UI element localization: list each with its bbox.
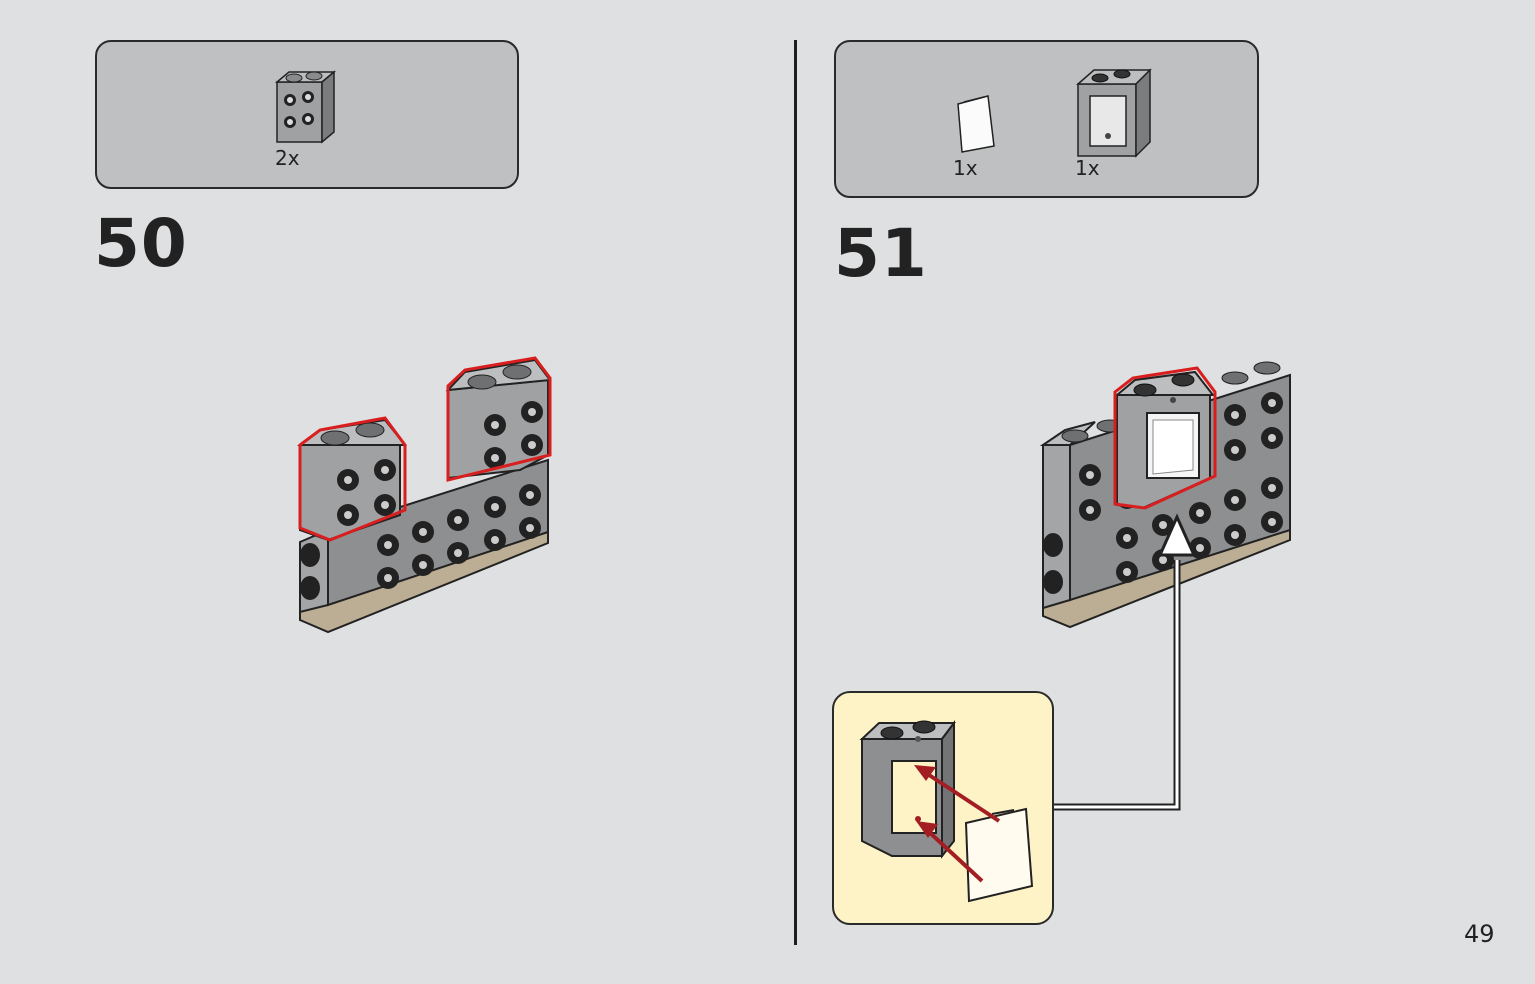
wall-assembly-step-50 bbox=[297, 356, 552, 634]
brick-1x2-side-studs-icon bbox=[274, 70, 337, 144]
part-qty: 2x bbox=[275, 146, 300, 170]
page-number: 49 bbox=[1464, 920, 1495, 948]
wall-assembly-step-51 bbox=[1039, 361, 1291, 629]
part-qty: 1x bbox=[1075, 156, 1100, 180]
step-number: 50 bbox=[94, 205, 188, 282]
parts-list-step-51: 1x 1x bbox=[834, 40, 1259, 198]
step-number: 51 bbox=[834, 215, 928, 292]
subassembly-callout bbox=[832, 691, 1054, 925]
parts-list-step-50: 2x bbox=[95, 40, 519, 189]
page-divider bbox=[794, 40, 797, 945]
window-insert-diagram bbox=[859, 720, 1034, 903]
window-frame-1x2x2-icon bbox=[1076, 68, 1152, 158]
window-glass-pane-icon bbox=[957, 95, 995, 153]
part-qty: 1x bbox=[953, 156, 978, 180]
callout-connector-arrow bbox=[1052, 513, 1197, 811]
